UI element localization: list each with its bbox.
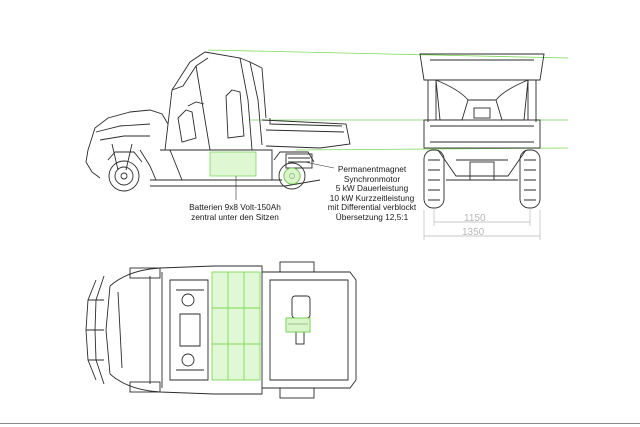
top-motor-highlight: [285, 317, 311, 333]
reference-lines: [207, 49, 569, 151]
motor-label-line-5: mit Differential verblockt: [327, 202, 417, 213]
dimension-outer-width: 1350: [462, 227, 485, 238]
top-battery-highlight: [211, 271, 261, 381]
motor-label: Permanentmagnet Synchronmotor 5 kW Dauer…: [312, 164, 432, 223]
motor-label-line-3: 5 kW Dauerleistung: [335, 183, 409, 194]
side-motor-highlight: [283, 161, 335, 185]
bottom-rule: [0, 423, 640, 424]
battery-label-line-2: zentral unter den Sitzen: [191, 211, 279, 222]
dimension-inner-track: 1150: [464, 213, 486, 224]
motor-label-line-6: Übersetzung 12,5:1: [335, 211, 409, 222]
motor-label-line-1: Permanentmagnet: [337, 164, 407, 174]
rear-view: [419, 53, 545, 209]
dimension-lines: [423, 208, 541, 240]
side-view: [85, 51, 351, 192]
motor-label-line-4: 10 kW Kurzzeitleistung: [329, 192, 415, 203]
motor-label-line-2: Synchronmotor: [343, 173, 401, 184]
battery-label-line-1: Batterien 9x8 Volt-150Ah: [189, 202, 281, 212]
top-view: [85, 261, 357, 399]
reference-line-top: [207, 49, 569, 59]
side-battery-highlight: [209, 151, 257, 200]
battery-label: Batterien 9x8 Volt-150Ah zentral unter d…: [176, 202, 294, 222]
